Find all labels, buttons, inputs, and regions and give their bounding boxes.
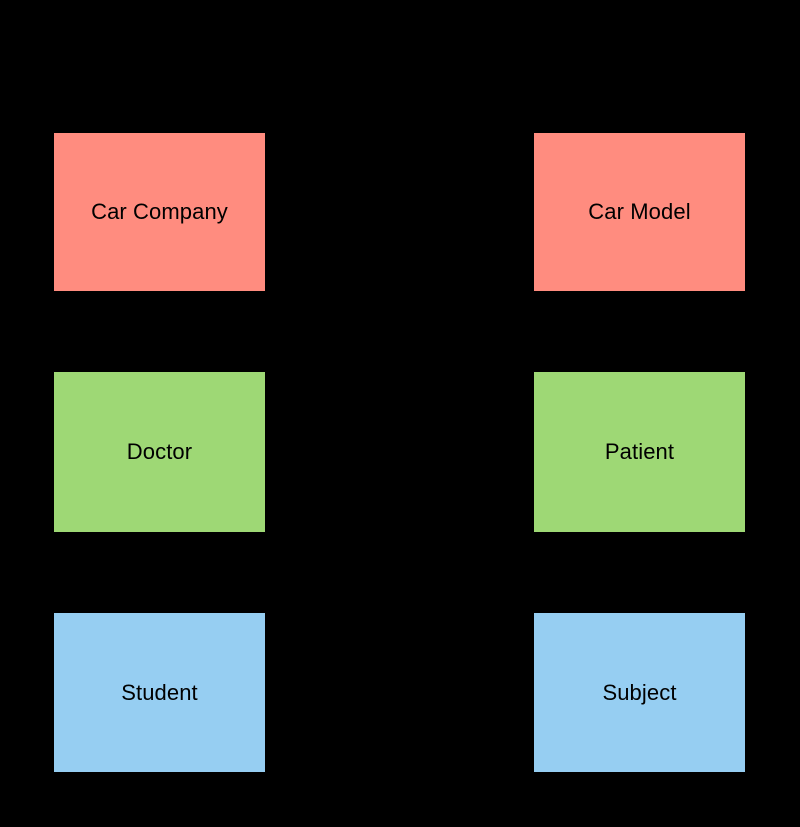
node-label-patient: Patient <box>604 439 675 464</box>
node-patient[interactable]: Patient <box>534 372 745 532</box>
node-student[interactable]: Student <box>54 613 265 772</box>
node-label-doctor: Doctor <box>126 439 193 464</box>
node-car-company[interactable]: Car Company <box>54 133 265 291</box>
node-car-model[interactable]: Car Model <box>534 133 745 291</box>
node-label-car-model: Car Model <box>588 199 691 224</box>
node-label-car-company: Car Company <box>91 199 228 224</box>
node-subject[interactable]: Subject <box>534 613 745 772</box>
node-label-student: Student <box>121 679 198 705</box>
node-label-subject: Subject <box>602 679 677 705</box>
node-doctor[interactable]: Doctor <box>54 372 265 532</box>
